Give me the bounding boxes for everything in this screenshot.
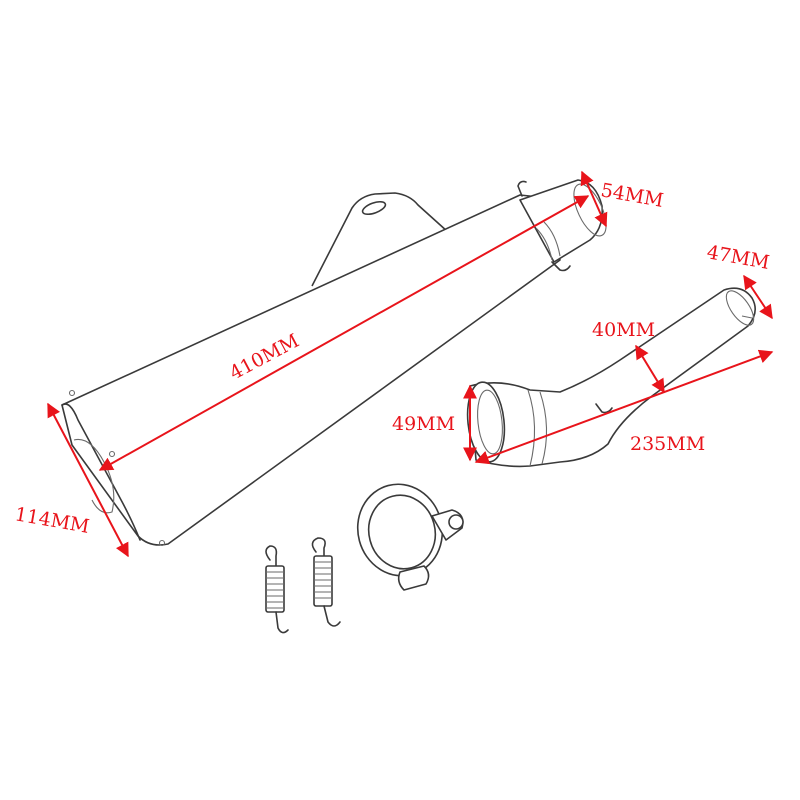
- dimension-lines: [47, 170, 774, 558]
- spring-1-coil: [265, 565, 285, 613]
- spring-1: [265, 545, 289, 634]
- muffler: [61, 179, 607, 547]
- label-235mm: 235MM: [630, 433, 705, 455]
- sleeve-hook-top: [517, 180, 527, 197]
- link-pipe: [466, 287, 756, 468]
- muffler-rivet-top: [68, 389, 76, 397]
- label-114mm: 114MM: [13, 503, 91, 538]
- label-49mm: 49MM: [392, 413, 455, 435]
- dim-line-114: [47, 402, 129, 558]
- exhaust-clamp: [356, 483, 464, 591]
- spring-1-hook-bottom: [275, 611, 289, 634]
- spring-1-hook-top: [265, 545, 278, 567]
- spring-2-hook-bottom: [323, 605, 341, 627]
- link-pipe-body: [469, 287, 756, 468]
- spring-2-hook-top: [311, 537, 326, 557]
- spring-2-coil-lines: [314, 561, 332, 599]
- dim-line-47: [743, 274, 773, 320]
- spring-2: [311, 537, 341, 627]
- clamp-bolt-head: [448, 514, 464, 530]
- muffler-body: [61, 194, 561, 546]
- dim-line-410: [98, 195, 590, 471]
- label-54mm: 54MM: [599, 179, 665, 212]
- clamp-band-inner: [367, 494, 437, 570]
- clamp-nut: [397, 565, 430, 591]
- label-47mm: 47MM: [705, 241, 771, 274]
- dim-line-54: [580, 170, 608, 228]
- muffler-rivet-bottom: [158, 539, 166, 547]
- spring-1-coil-lines: [266, 571, 284, 609]
- dim-line-235: [474, 349, 774, 465]
- label-40mm: 40MM: [592, 319, 655, 341]
